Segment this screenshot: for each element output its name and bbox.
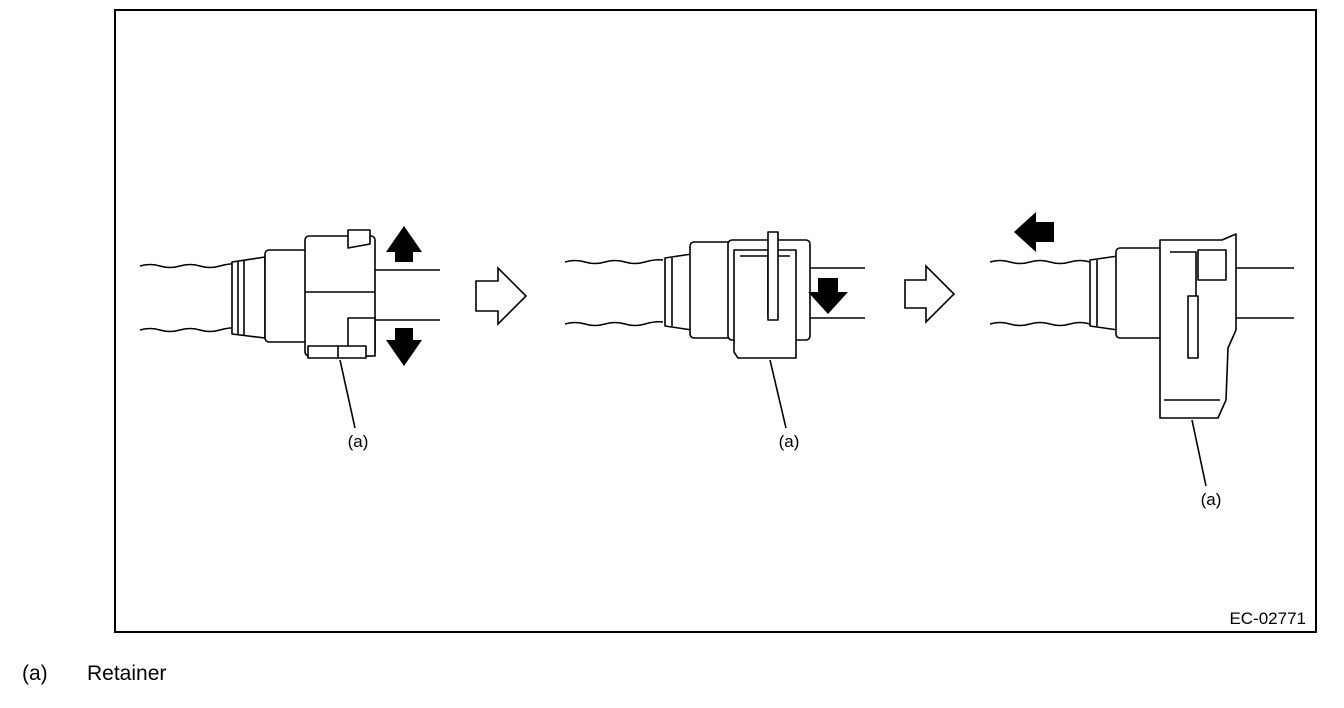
retainer-bottom-rail	[307, 345, 367, 359]
hose-bottom-edge	[139, 326, 241, 333]
callout-label: (a)	[348, 432, 369, 451]
retainer-slot	[767, 231, 779, 321]
step-arrow-icon	[904, 264, 956, 324]
step-2-connector	[564, 231, 865, 429]
crimp-band	[1089, 255, 1119, 331]
arrow-down-icon	[808, 278, 848, 314]
hose-top-edge	[564, 258, 664, 265]
callout-leader	[769, 359, 787, 429]
callout-label: (a)	[1201, 490, 1222, 509]
arrow-down-icon	[386, 328, 422, 366]
crimp-band	[231, 256, 266, 339]
retainer-body	[733, 249, 797, 359]
hose-top-edge	[139, 262, 241, 269]
legend-key: (a)	[22, 662, 48, 685]
callout-leader	[339, 359, 356, 429]
callout-label: (a)	[779, 432, 800, 451]
crimp-band	[664, 253, 693, 331]
connector-collar	[1115, 247, 1165, 339]
arrow-left-icon	[1014, 212, 1054, 252]
hose-bottom-edge	[564, 320, 664, 327]
callout-leader	[1191, 419, 1207, 487]
retainer-slot	[1187, 295, 1199, 359]
retainer-catch	[1197, 249, 1227, 281]
step-3-connector	[989, 233, 1294, 487]
step-arrow-icon	[475, 266, 528, 326]
step-1-connector	[139, 229, 440, 429]
arrow-up-icon	[386, 226, 422, 262]
legend-text: Retainer	[87, 662, 167, 685]
connector-collar	[689, 241, 733, 339]
connector-collar	[264, 249, 308, 343]
figure-code: EC-02771	[1229, 609, 1306, 628]
retainer-top-tab	[347, 229, 371, 249]
legend-row: (a) Retainer	[22, 662, 166, 686]
